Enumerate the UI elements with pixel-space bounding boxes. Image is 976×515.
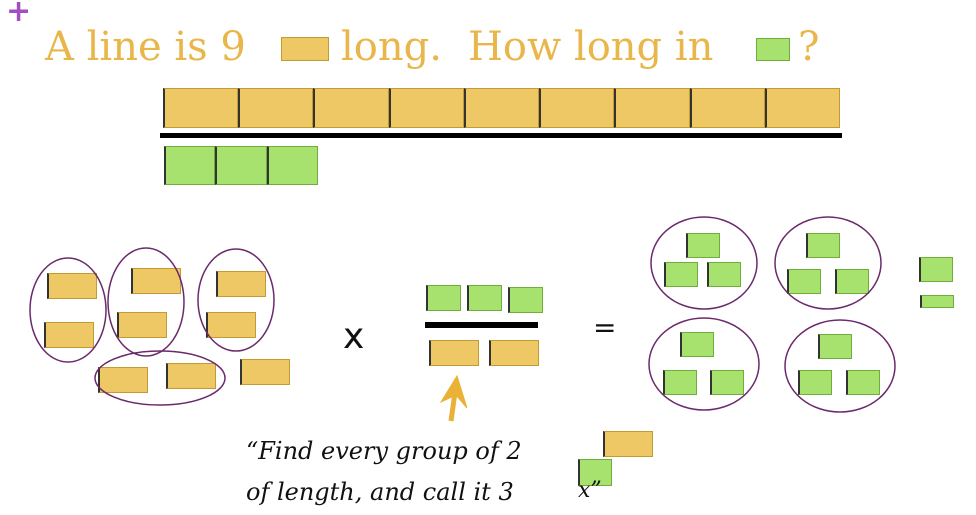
green-piece [787, 269, 821, 294]
green-piece [686, 233, 720, 258]
divider-line [160, 133, 842, 138]
yellow-piece [216, 271, 266, 297]
group-ellipse [94, 350, 226, 406]
title-part1: A line is 9 [45, 24, 246, 70]
quote-line2: of length, and call it 3 [246, 478, 514, 506]
yellow-unit [614, 88, 690, 128]
green-piece [798, 370, 832, 395]
title-part4: ? [798, 24, 820, 70]
green-unit [266, 146, 318, 185]
yellow-unit [689, 88, 765, 128]
fraction-bar [425, 322, 538, 328]
green-piece [835, 269, 869, 294]
plus-icon: + [6, 0, 32, 29]
yellow-piece [489, 340, 539, 366]
group-ellipse [650, 216, 758, 310]
yellow-piece [429, 340, 479, 366]
yellow-piece [240, 359, 290, 385]
green-piece [680, 332, 714, 357]
green-piece [663, 370, 697, 395]
yellow-piece [206, 312, 256, 338]
yellow-unit [388, 88, 464, 128]
group-ellipse [784, 319, 896, 413]
yellow-piece [166, 363, 216, 389]
group-ellipse [197, 248, 275, 352]
green-piece [818, 334, 852, 359]
green-piece [508, 287, 543, 313]
green-unit-icon [756, 38, 790, 61]
yellow-unit [463, 88, 540, 128]
green-piece [664, 262, 698, 287]
group-ellipse [774, 216, 882, 310]
green-piece [426, 285, 461, 311]
yellow-length-bar [163, 88, 840, 128]
yellow-unit [313, 88, 389, 128]
title-part2: long. [341, 24, 442, 70]
green-piece [846, 370, 880, 395]
green-piece [806, 233, 840, 258]
group-ellipse [29, 257, 107, 363]
green-unit [164, 146, 216, 185]
group-ellipse [648, 317, 760, 411]
quote-x-mark: x” [578, 478, 602, 503]
group-ellipse [107, 247, 185, 357]
green-piece [707, 262, 741, 287]
green-piece [467, 285, 502, 311]
green-length-bar [164, 146, 318, 185]
yellow-piece [98, 367, 148, 393]
green-piece [710, 370, 744, 395]
yellow-unit [163, 88, 239, 128]
yellow-piece [131, 268, 181, 294]
yellow-unit-icon [281, 37, 329, 61]
yellow-piece [44, 322, 94, 348]
yellow-piece [117, 312, 167, 338]
green-piece [920, 295, 954, 308]
yellow-unit [539, 88, 615, 128]
green-piece [919, 257, 953, 282]
yellow-unit [238, 88, 314, 128]
yellow-unit [764, 88, 840, 128]
green-piece [578, 459, 612, 486]
times-sign: x [343, 316, 365, 357]
pointer-arrow-icon [439, 374, 468, 422]
quote-line1: “Find every group of 2 [246, 437, 522, 465]
yellow-piece [603, 431, 653, 457]
title-part3: How long in [468, 24, 714, 70]
yellow-piece [47, 273, 97, 299]
green-unit [215, 146, 267, 185]
equals-sign: = [593, 311, 617, 344]
